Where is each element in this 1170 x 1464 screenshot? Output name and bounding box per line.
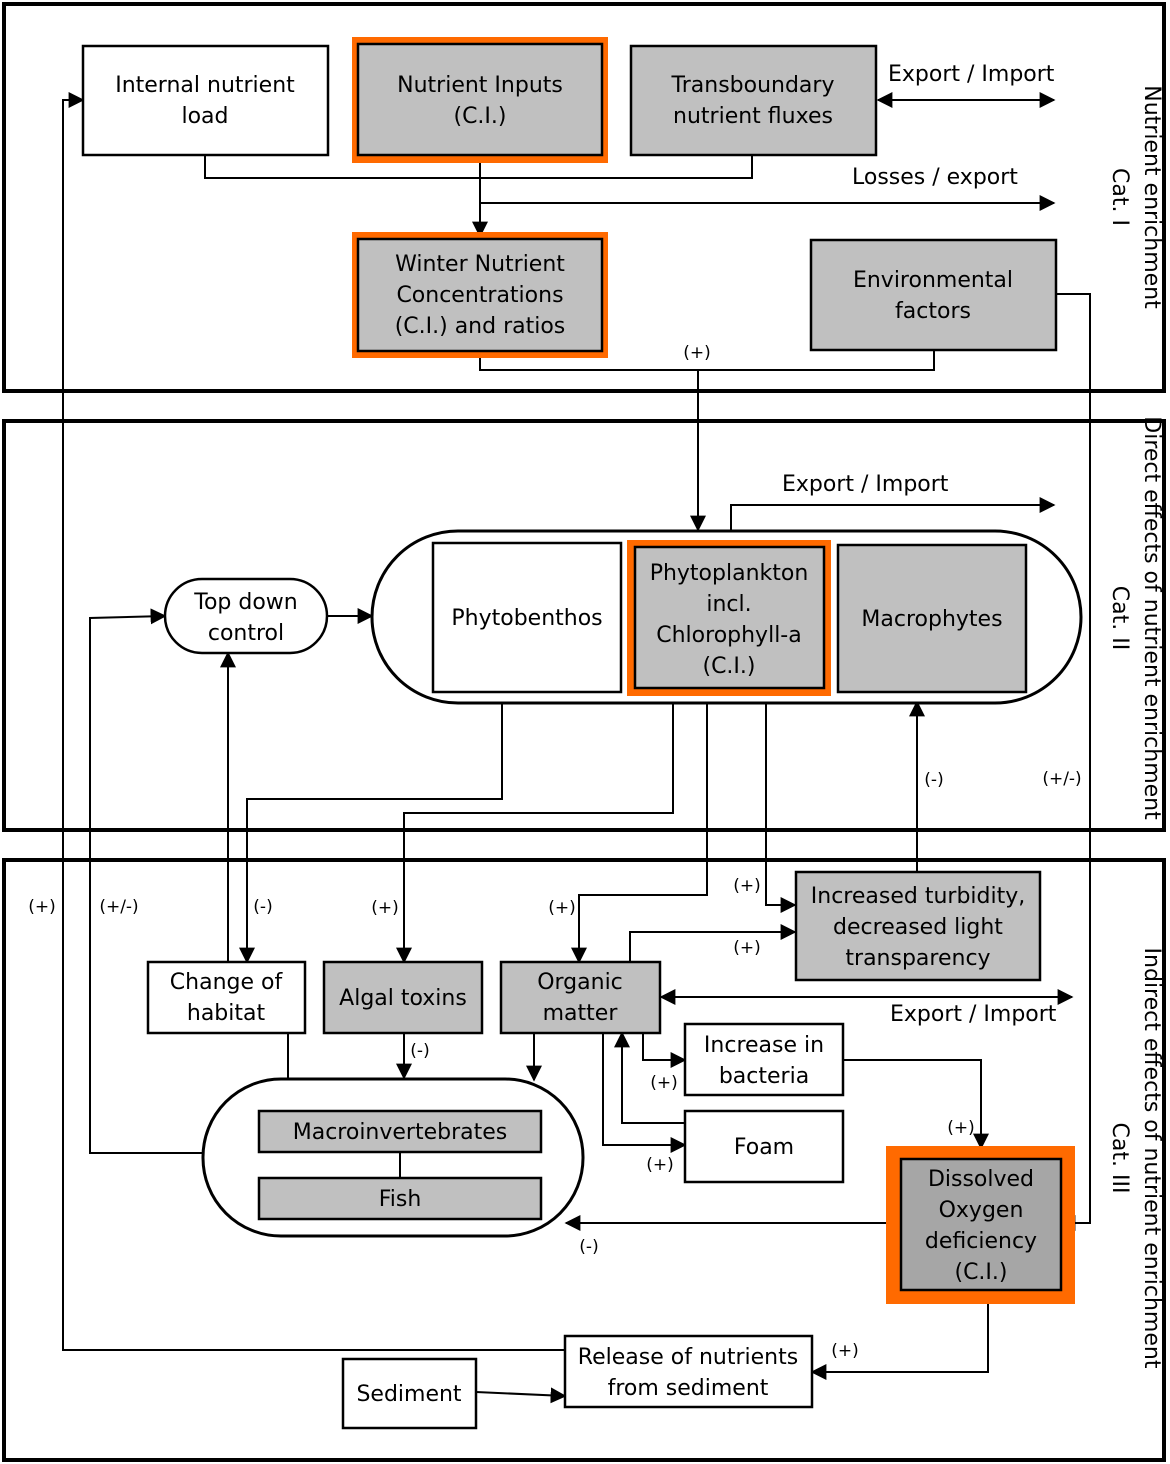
phytoplankton-label-2: incl. (706, 592, 751, 617)
nutrient-inputs-label-2: (C.I.) (453, 104, 506, 129)
section-frame-cat2 (2, 419, 1166, 832)
phytoplankton-label: Phytoplankton (650, 561, 809, 586)
export-import-label-phytoplankton: Export / Import (782, 472, 949, 497)
increase-in-bacteria-box (683, 1022, 845, 1097)
release-of-nutrients-label-2: from sediment (608, 1376, 769, 1401)
winter-nutrients-box (356, 237, 604, 353)
section-label-cat2: Direct effects of nutrient enrichment (1139, 416, 1164, 820)
nutrient-inputs-box (356, 42, 604, 157)
nutrient-inputs-label: Nutrient Inputs (397, 73, 563, 98)
oxygen-deficiency-label-4: (C.I.) (954, 1260, 1007, 1285)
transboundary-fluxes-box (629, 44, 878, 157)
macroinvertebrates-label: Macroinvertebrates (293, 1120, 508, 1145)
algal-toxins-label: Algal toxins (339, 986, 467, 1011)
oxygen-deficiency-label: Dissolved (928, 1167, 1034, 1192)
foam-box (683, 1109, 845, 1184)
section-sublabel-cat1: Cat. I (1107, 168, 1132, 226)
environmental-factors-box (809, 238, 1058, 352)
increase-in-bacteria-label: Increase in (704, 1033, 824, 1058)
algal-toxins-box (322, 960, 484, 1035)
winter-nutrients-label-2: Concentrations (396, 283, 563, 308)
sign-phytoplankton-to-organic-matter: (+) (548, 898, 576, 918)
winter-nutrients-label: Winter Nutrient (395, 252, 565, 277)
change-of-habitat-label: Change of (170, 970, 284, 995)
export-import-label-organic-matter: Export / Import (890, 1002, 1057, 1027)
sign-oxygen-to-release: (+) (831, 1341, 859, 1361)
environmental-factors-label-2: factors (895, 299, 971, 324)
environmental-factors-label: Environmental (853, 268, 1013, 293)
winter-nutrients-label-3: (C.I.) and ratios (395, 314, 566, 339)
sign-organic-matter-to-bacteria: (+) (650, 1073, 678, 1093)
macrophytes-box (836, 543, 1028, 694)
oxygen-deficiency-label-3: deficiency (925, 1229, 1037, 1254)
internal-nutrient-load-box (81, 44, 330, 157)
fish-label: Fish (379, 1187, 422, 1212)
oxygen-deficiency-box (899, 1157, 1063, 1292)
transboundary-label-2: nutrient fluxes (673, 104, 833, 129)
turbidity-label: Increased turbidity, (811, 884, 1025, 909)
export-import-label-transboundary: Export / Import (888, 62, 1055, 87)
change-of-habitat-label-2: habitat (187, 1001, 266, 1026)
turbidity-label-3: transparency (845, 946, 990, 971)
sign-fauna-to-top-down: (+/-) (99, 897, 138, 917)
phytoplankton-label-4: (C.I.) (702, 654, 755, 679)
sign-environment-to-oxygen: (+/-) (1042, 769, 1081, 789)
release-of-nutrients-box (563, 1334, 814, 1409)
phytobenthos-box (431, 541, 623, 694)
losses-export-label: Losses / export (852, 165, 1018, 190)
sign-oxygen-to-fauna: (-) (579, 1237, 598, 1257)
phytoplankton-label-3: Chlorophyll-a (656, 623, 801, 648)
sign-phytoplankton-to-toxins: (+) (371, 898, 399, 918)
organic-matter-label-2: matter (543, 1001, 619, 1026)
phytobenthos-label: Phytobenthos (451, 606, 602, 631)
internal-nutrient-load-label-2: load (181, 104, 228, 129)
sign-phytobenthos-to-habitat: (-) (253, 897, 272, 917)
section-label-cat3: Indirect effects of nutrient enrichment (1139, 948, 1164, 1369)
foam-label: Foam (734, 1135, 794, 1160)
turbidity-label-2: decreased light (833, 915, 1003, 940)
change-of-habitat-box (146, 960, 307, 1035)
sign-toxins-to-fauna: (-) (410, 1041, 429, 1061)
top-down-control-box (163, 577, 329, 655)
top-down-control-label: Top down (193, 590, 297, 615)
sign-bacteria-to-oxygen: (+) (947, 1118, 975, 1138)
phytoplankton-box (633, 545, 826, 690)
section-frame-cat3 (2, 858, 1166, 1462)
sign-nutrients-to-phytoplankton: (+) (683, 343, 711, 363)
organic-matter-label: Organic (537, 970, 623, 995)
sign-organic-matter-to-turbidity: (+) (733, 938, 761, 958)
section-label-cat1: Nutrient enrichment (1139, 85, 1164, 309)
transboundary-label: Transboundary (671, 73, 835, 98)
organic-matter-box (499, 960, 662, 1035)
top-down-control-label-2: control (208, 621, 284, 646)
sign-phytoplankton-to-turbidity: (+) (733, 876, 761, 896)
sign-turbidity-to-macrophytes: (-) (924, 770, 943, 790)
turbidity-box (794, 870, 1042, 982)
macrophytes-label: Macrophytes (861, 607, 1002, 632)
increase-in-bacteria-label-2: bacteria (719, 1064, 809, 1089)
sign-organic-matter-to-foam: (+) (646, 1155, 674, 1175)
section-sublabel-cat2: Cat. II (1107, 586, 1132, 650)
sign-release-to-internal-load: (+) (28, 897, 56, 917)
sediment-box (341, 1357, 478, 1430)
sediment-label: Sediment (356, 1382, 461, 1407)
section-frame-cat1 (2, 2, 1166, 393)
oxygen-deficiency-label-2: Oxygen (939, 1198, 1024, 1223)
macroinvertebrates-box (257, 1109, 543, 1154)
internal-nutrient-load-label: Internal nutrient (115, 73, 295, 98)
fish-box (257, 1176, 543, 1221)
section-sublabel-cat3: Cat. III (1107, 1123, 1132, 1194)
release-of-nutrients-label: Release of nutrients (578, 1345, 798, 1370)
